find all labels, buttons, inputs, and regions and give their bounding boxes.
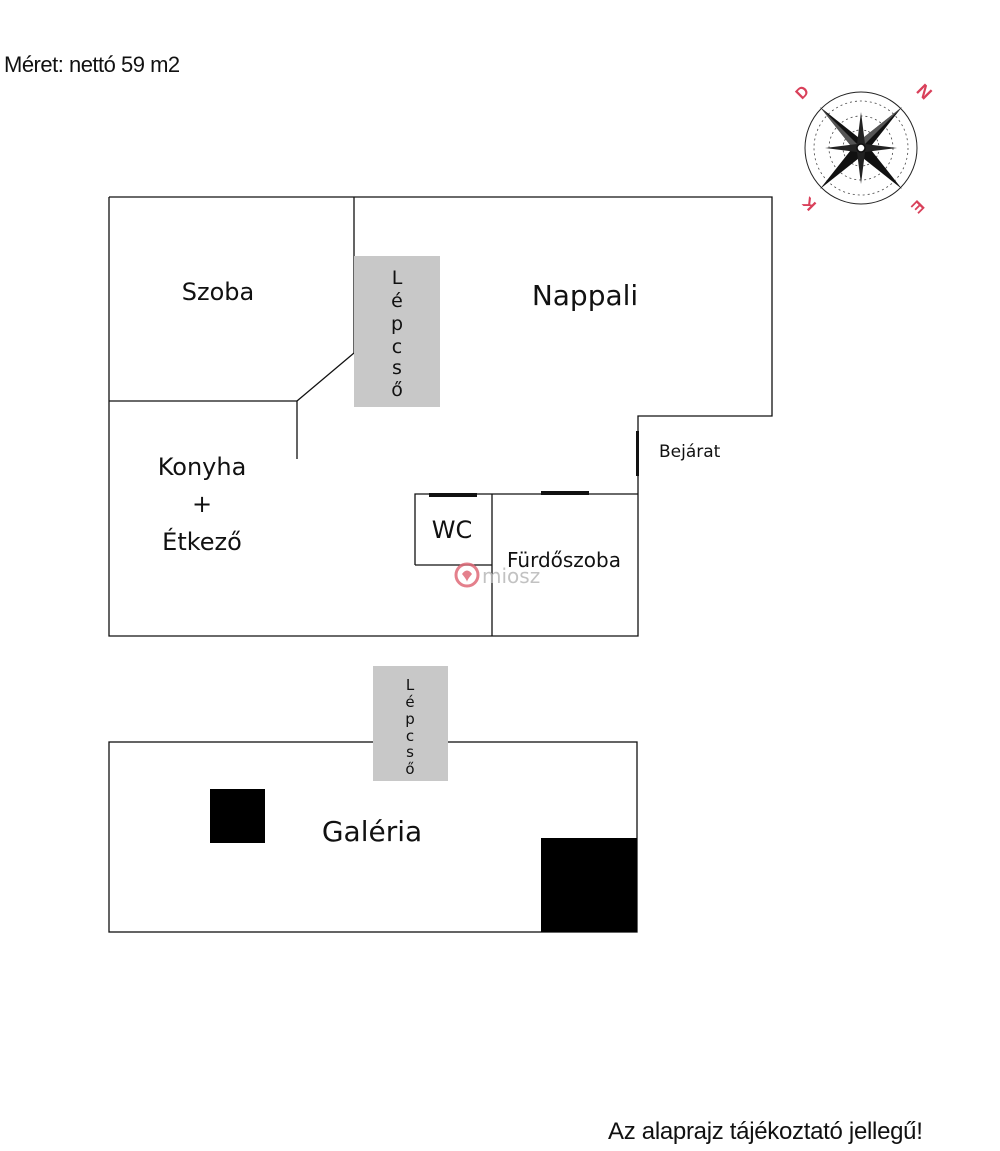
compass-letter-east: E	[907, 196, 927, 216]
room-label-szoba: Szoba	[182, 278, 254, 306]
watermark-icon	[454, 562, 480, 588]
pillar-block-small	[210, 789, 265, 843]
room-label-bejarat: Bejárat	[659, 442, 721, 462]
stair-letter: L	[406, 676, 415, 694]
staircase-lower: L é p c s ő	[373, 666, 448, 781]
stair-letter: p	[405, 710, 415, 728]
entrance-door	[636, 431, 639, 476]
stair-letter: s	[406, 743, 414, 761]
room-label-konyha: Konyha	[158, 453, 247, 481]
floor-area-label: Méret: nettó 59 m2	[4, 52, 180, 77]
upper-floor-walls	[108, 196, 773, 637]
stair-letter: c	[406, 727, 414, 745]
stair-letter: é	[391, 290, 403, 312]
disclaimer-note: Az alaprajz tájékoztató jellegű!	[608, 1118, 923, 1145]
staircase-upper: L é p c s ő	[354, 256, 440, 407]
watermark-logo: miosz	[454, 562, 540, 588]
wc-door	[429, 493, 477, 497]
room-label-galeria: Galéria	[322, 815, 422, 848]
room-label-wc: WC	[432, 516, 473, 544]
stair-letter: L	[392, 267, 403, 289]
compass-rose	[804, 91, 918, 205]
pillar-block-large	[541, 838, 637, 932]
room-label-furdoszoba: Fürdőszoba	[507, 548, 621, 572]
stair-letter: é	[405, 693, 414, 711]
stair-letter: s	[392, 357, 402, 379]
compass-letter-south: K	[799, 193, 820, 214]
room-label-nappali: Nappali	[532, 279, 638, 312]
stair-letter: ő	[405, 760, 414, 778]
compass-letter-west: D	[793, 83, 813, 103]
compass-letter-north: N	[913, 80, 936, 103]
stair-letter: ő	[391, 379, 403, 401]
watermark-text: miosz	[482, 564, 540, 588]
room-label-plus: +	[192, 490, 212, 518]
watermark-heart-icon	[462, 570, 472, 582]
stair-letter: c	[392, 336, 402, 358]
room-label-etkezo: Étkező	[162, 527, 242, 556]
stair-letter: p	[391, 313, 403, 335]
bathroom-door	[541, 491, 589, 495]
